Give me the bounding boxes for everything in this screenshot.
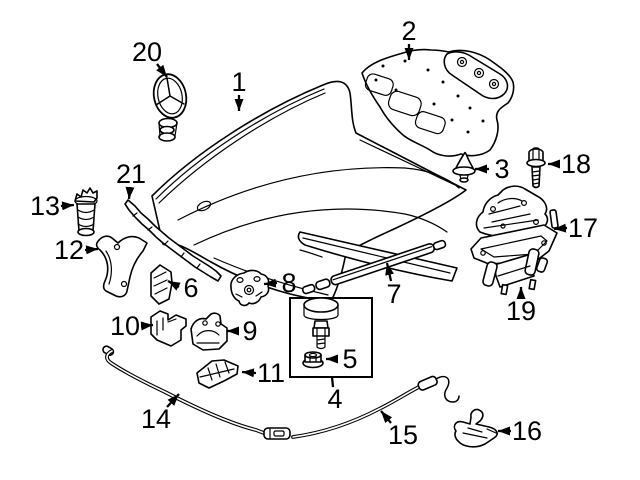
callout-16: 16 [498,416,542,446]
mount-bracket [95,235,148,298]
leader-arrow [167,279,181,291]
part-number: 7 [386,279,401,309]
release-cable-front [102,345,291,440]
leader-arrow [380,410,393,424]
pad-cutout [364,73,394,96]
bolt [526,147,546,189]
leader-arrow [125,186,135,200]
callout-8: 8 [263,268,297,298]
leader-arrow [60,201,75,211]
clip [452,151,476,183]
part-number: 9 [242,316,257,346]
callout-3: 3 [475,154,510,184]
leader-arrow [241,368,257,378]
leader-arrow [156,63,168,78]
callout-13: 13 [30,191,75,221]
pad-fastener-dots [374,59,485,134]
pad-cutout [387,90,422,117]
callout-5: 5 [326,344,358,374]
callout-9: 9 [227,316,258,346]
star-icon [155,77,185,106]
callout-7: 7 [385,262,402,309]
callout-1: 1 [231,67,247,111]
release-cable-rear [291,375,460,439]
callout-6: 6 [167,273,199,303]
part-number: 3 [494,154,509,184]
release-handle [453,408,498,448]
part-number: 5 [342,344,357,374]
bumper-stop [74,187,98,237]
callout-14: 14 [141,393,180,434]
part-number: 11 [257,358,285,388]
bracket-10 [150,310,187,347]
nut [302,351,324,369]
pad-cutout [414,111,446,135]
part-number: 18 [561,149,591,179]
buffer [303,297,339,350]
leader-arrow [553,223,568,233]
part-number: 16 [512,416,542,446]
cable-connector [263,427,291,440]
part-number: 13 [30,191,60,221]
hood-hinge [470,185,559,265]
callout-11: 11 [241,358,285,388]
bracket-9 [190,312,228,351]
leader-arrow [140,321,154,331]
bracket-11 [196,359,239,389]
clip-bracket-6 [150,264,173,305]
callout-4: 4 [327,376,343,414]
callout-15: 15 [380,410,418,450]
callout-21: 21 [116,159,146,200]
callout-12: 12 [54,235,99,265]
leader-arrow [263,278,278,288]
leader-line [330,376,335,388]
callout-17: 17 [553,213,598,243]
hood-emblem [152,73,188,142]
callout-20: 20 [132,37,168,78]
part-number: 14 [141,404,171,434]
pad-raised-rib [443,51,509,100]
leader-arrow [166,393,180,408]
part-number: 1 [231,67,246,97]
callout-19: 19 [506,287,536,326]
part-number: 20 [132,37,162,67]
leader-arrow [84,245,99,255]
hood-panel [151,80,467,302]
insulator-pad [361,48,515,157]
callout-18: 18 [548,149,591,179]
hinge-support-bracket [482,248,549,296]
part-number: 8 [281,268,296,298]
cable-ferrule [417,375,438,391]
part-number: 6 [183,273,198,303]
part-number: 17 [568,213,598,243]
callout-2: 2 [401,16,417,60]
lift-support [301,239,447,295]
buffer-kit-box [289,297,373,378]
part-number: 19 [506,296,536,326]
callout-10: 10 [110,311,154,341]
part-number: 21 [116,159,146,189]
part-number: 15 [388,420,418,450]
seal-strip [124,199,222,282]
part-number: 2 [401,16,416,46]
leader-arrow [385,262,394,282]
part-number: 4 [327,384,342,414]
part-number: 10 [110,311,140,341]
emblem-mount-hole [196,200,212,212]
part-number: 12 [54,235,84,265]
latch-plate [230,269,270,307]
